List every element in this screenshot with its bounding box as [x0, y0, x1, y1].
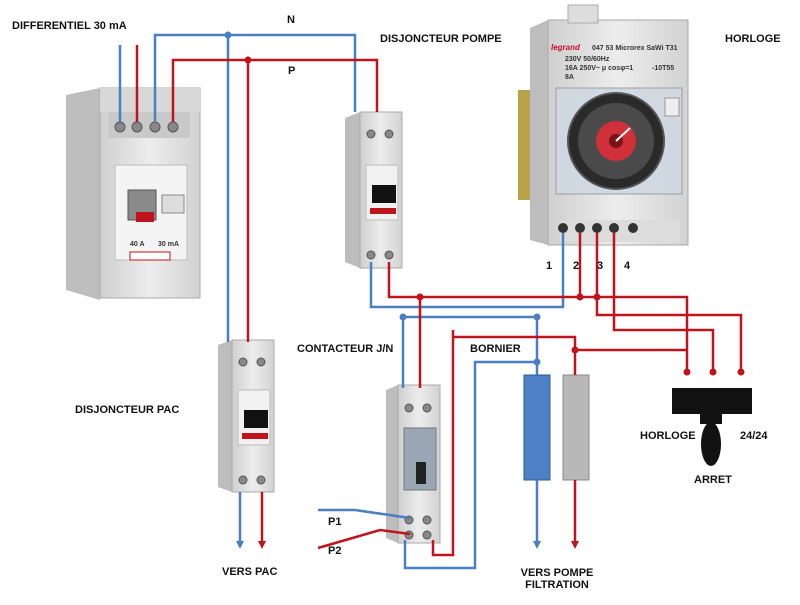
label-terminal-4: 4 — [624, 260, 631, 272]
label-arret: ARRET — [694, 474, 732, 486]
timer-device: legrand 047 53 Microrex SaWi T31 230V 50… — [518, 4, 689, 246]
label-mode-24: 24/24 — [740, 430, 768, 442]
terminal-block-phase — [562, 374, 590, 481]
label-horloge-switch: HORLOGE — [640, 430, 696, 442]
junction-dots — [224, 31, 745, 376]
label-neutral: N — [287, 14, 295, 26]
pump-breaker — [345, 111, 403, 269]
label-vers-pompe-line1: VERS POMPE — [520, 567, 594, 579]
contactor-device — [386, 384, 441, 544]
label-phase: P — [288, 65, 296, 77]
label-horloge-title: HORLOGE — [725, 33, 781, 45]
rcd-terminals — [114, 121, 179, 133]
rcd-device: 40 A 30 mA — [66, 87, 201, 300]
label-p1: P1 — [328, 516, 342, 528]
timer-spec2-text: 16A 250V~ μ cosφ=1 — [565, 65, 633, 72]
mode-selector-switch — [672, 388, 752, 466]
label-terminal-2: 2 — [573, 260, 580, 272]
neutral-wiring — [118, 33, 565, 570]
timer-ref-text: 047 53 Microrex SaWi T31 — [592, 45, 678, 52]
label-contacteur: CONTACTEUR J/N — [297, 343, 394, 355]
terminal-block-neutral — [523, 374, 551, 481]
label-disjoncteur-pompe: DISJONCTEUR POMPE — [380, 33, 502, 45]
timer-spec1-text: 230V 50/60Hz — [565, 56, 610, 63]
label-terminal-1: 1 — [546, 260, 553, 272]
label-vers-pac: VERS PAC — [222, 566, 278, 578]
pac-breaker — [218, 339, 275, 493]
timer-terminals — [558, 223, 638, 233]
rcd-sensitivity-text: 30 mA — [158, 241, 179, 248]
label-p2: P2 — [328, 545, 342, 557]
label-bornier: BORNIER — [470, 343, 521, 355]
rcd-rating-text: 40 A — [130, 241, 145, 248]
timer-temp-text: -10T55 — [652, 65, 674, 72]
timer-brand-text: legrand — [551, 43, 581, 52]
label-vers-pompe-line2: FILTRATION — [525, 579, 589, 591]
timer-dial — [567, 92, 665, 190]
label-terminal-3: 3 — [597, 260, 604, 272]
timer-spec3-text: 8A — [565, 74, 574, 81]
label-disjoncteur-pac: DISJONCTEUR PAC — [75, 404, 180, 416]
label-differentiel: DIFFERENTIEL 30 mA — [12, 20, 127, 32]
phase-wiring — [135, 45, 743, 557]
label-vers-pompe-filtration: VERS POMPE FILTRATION — [521, 567, 594, 591]
